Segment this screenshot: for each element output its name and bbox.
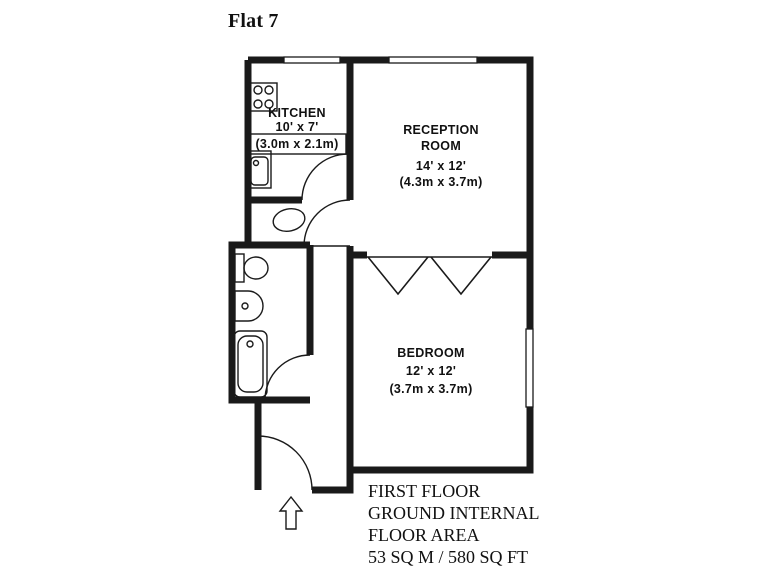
- wall-outer: [248, 56, 534, 494]
- footer-line-3: FLOOR AREA: [368, 525, 480, 545]
- walls: [228, 56, 534, 494]
- kitchen-sink-icon: [247, 150, 272, 189]
- kitchen-door-arc: [301, 153, 349, 201]
- stove-icon: [249, 82, 278, 112]
- reception-label-line1: RECEPTION: [403, 123, 479, 137]
- entrance-door-arc: [257, 435, 313, 491]
- kitchen-dims-imperial: 10' x 7': [275, 120, 318, 134]
- fixtures: [233, 82, 306, 530]
- wc-basin-icon: [272, 208, 306, 232]
- footer-caption: FIRST FLOOR GROUND INTERNAL FLOOR AREA 5…: [368, 480, 539, 568]
- bedroom-dims-imperial: 12' x 12': [406, 364, 456, 378]
- bedroom-window: [525, 328, 534, 408]
- bedroom-dims-metric: (3.7m x 3.7m): [389, 382, 472, 396]
- reception-label-line2: ROOM: [421, 139, 461, 153]
- folding-door-leaf-left: [367, 256, 429, 296]
- reception-window: [388, 56, 478, 64]
- page-title: Flat 7: [228, 10, 279, 32]
- reception-dims-metric: (4.3m x 3.7m): [399, 175, 482, 189]
- footer-line-1: FIRST FLOOR: [368, 481, 481, 501]
- doors: [257, 153, 351, 491]
- toilet-icon: [234, 253, 269, 283]
- kitchen-dims-metric: (3.0m x 2.1m): [255, 137, 338, 151]
- windows: [283, 54, 536, 408]
- reception-dims-imperial: 14' x 12': [416, 159, 466, 173]
- folding-door-leaf-right: [430, 256, 492, 296]
- bathroom-door-arc: [264, 354, 311, 401]
- footer-line-2: GROUND INTERNAL: [368, 503, 540, 523]
- kitchen-dims-box: [248, 133, 347, 155]
- bedroom-label: BEDROOM: [397, 346, 464, 360]
- footer-line-4: 53 SQ M / 580 SQ FT: [368, 547, 529, 567]
- room-labels: KITCHEN 10' x 7' (3.0m x 2.1m) RECEPTION…: [248, 106, 482, 396]
- basin-icon: [234, 290, 264, 322]
- kitchen-label: KITCHEN: [268, 106, 326, 120]
- folding-doors: [367, 256, 492, 296]
- bathtub-icon: [233, 330, 268, 398]
- reception-door-arc: [303, 199, 351, 247]
- entrance-arrow-icon: [278, 495, 304, 530]
- kitchen-window: [283, 56, 341, 64]
